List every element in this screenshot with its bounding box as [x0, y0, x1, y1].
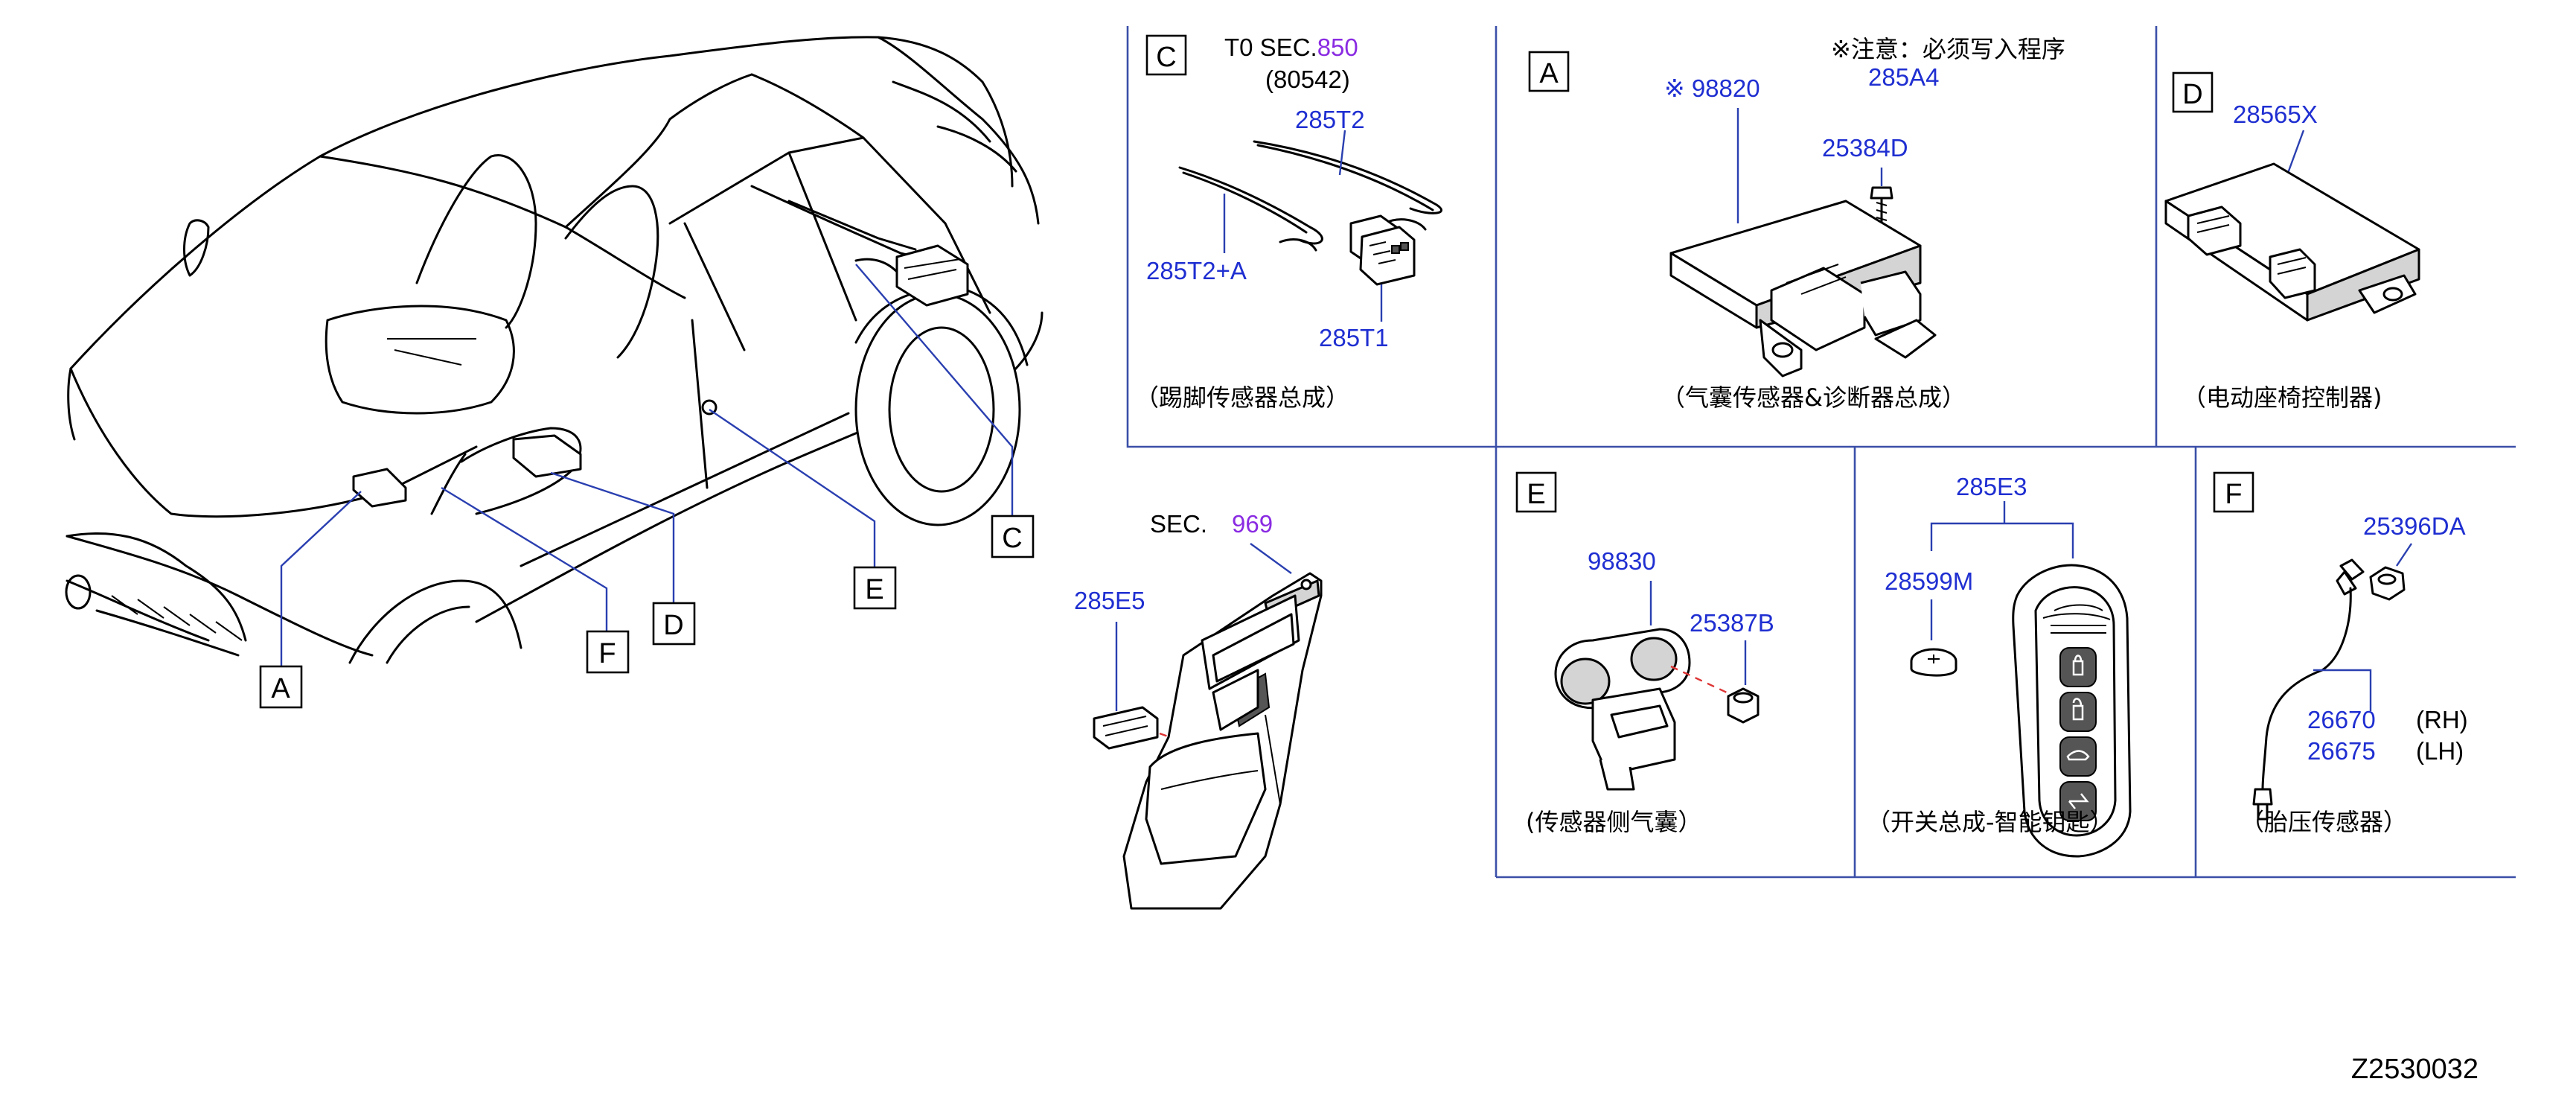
svg-text:E: E — [1527, 479, 1545, 510]
side-lh: (LH) — [2416, 737, 2464, 765]
panel-key-caption: （开关总成-智能钥匙） — [1867, 808, 2114, 836]
part-285t2: 285T2 — [1295, 106, 1365, 133]
side-rh: (RH) — [2416, 706, 2468, 733]
panel-c-sec-prefix: T0 SEC. — [1224, 34, 1317, 61]
panel-d-seat-controller: D 28565X （电动座椅控制器) — [2164, 71, 2420, 412]
panel-c-caption: （踢脚传感器总成） — [1135, 383, 1349, 412]
part-285e3: 285E3 — [1956, 473, 2027, 500]
overview-callout-d: D — [652, 602, 696, 646]
svg-text:D: D — [663, 610, 683, 641]
part-285a4: 285A4 — [1868, 63, 1939, 91]
overview-callout-e: E — [853, 566, 897, 610]
panel-a-caption: （气囊传感器&诊断器总成） — [1661, 383, 1966, 412]
svg-text:F: F — [2225, 479, 2242, 510]
part-285t2a: 285T2+A — [1146, 257, 1247, 284]
panel-f-tpms-sensor: F 25396DA 26670 (RH) 26675 (LH) （胎压传感器） — [2213, 471, 2468, 836]
part-28599m: 28599M — [1885, 567, 1973, 595]
panel-c-sec-sub: (80542) — [1265, 66, 1350, 93]
console-sec-prefix: SEC. — [1150, 510, 1207, 538]
part-285t1: 285T1 — [1319, 324, 1389, 351]
part-98830: 98830 — [1588, 547, 1656, 575]
part-25384d: 25384D — [1822, 134, 1908, 162]
part-28565x: 28565X — [2233, 101, 2318, 128]
panel-e-side-airbag-sensor: E 98830 25387B (传感器侧气囊） — [1515, 471, 1774, 836]
console-sec-number: 969 — [1232, 510, 1273, 538]
part-98820: ※ 98820 — [1664, 74, 1760, 102]
panel-frame-lines — [1126, 26, 2516, 879]
overview-callout-f: F — [586, 630, 630, 674]
panel-c-kick-sensor: C T0 SEC.850 (80542) 285T2 285T2+A 285T1… — [1135, 34, 1443, 412]
vehicle-overview-illustration — [65, 36, 1043, 664]
panel-d-caption: （电动座椅控制器) — [2182, 383, 2382, 412]
part-26670: 26670 — [2307, 706, 2376, 733]
panel-c-sec-number: 850 — [1317, 34, 1358, 61]
overview-leader-lines — [280, 264, 1014, 670]
svg-text:A: A — [271, 673, 290, 704]
diagram-id: Z2530032 — [2351, 1054, 2478, 1085]
console-trim-285e5: SEC. 969 285E5 — [1074, 510, 1323, 910]
svg-text:E: E — [865, 574, 883, 605]
svg-text:C: C — [1002, 523, 1022, 554]
overview-callout-a: A — [259, 665, 303, 709]
svg-text:T0 SEC.850: T0 SEC.850 — [1224, 34, 1358, 61]
part-25387b: 25387B — [1690, 609, 1774, 637]
svg-text:A: A — [1539, 58, 1559, 89]
svg-text:C: C — [1156, 42, 1176, 73]
panel-intelligent-key: 285E3 28599M （开关总成-智能钥匙） — [1867, 473, 2132, 858]
panel-a-note: ※注意：必须写入程序 — [1831, 35, 2065, 63]
part-285e5: 285E5 — [1074, 587, 1145, 614]
part-26675: 26675 — [2307, 737, 2376, 765]
panel-a-airbag-sensor: A ※注意：必须写入程序 285A4 ※ 98820 25384D （气囊传感器… — [1528, 35, 2065, 412]
svg-text:D: D — [2182, 79, 2202, 110]
panel-f-caption: （胎压传感器） — [2240, 808, 2407, 836]
overview-callout-c: C — [991, 515, 1035, 558]
svg-text:F: F — [598, 638, 616, 669]
svg-text:SEC.: SEC. — [1150, 510, 1207, 538]
part-25396da: 25396DA — [2363, 512, 2466, 540]
panel-e-caption: (传感器侧气囊） — [1526, 808, 1702, 836]
